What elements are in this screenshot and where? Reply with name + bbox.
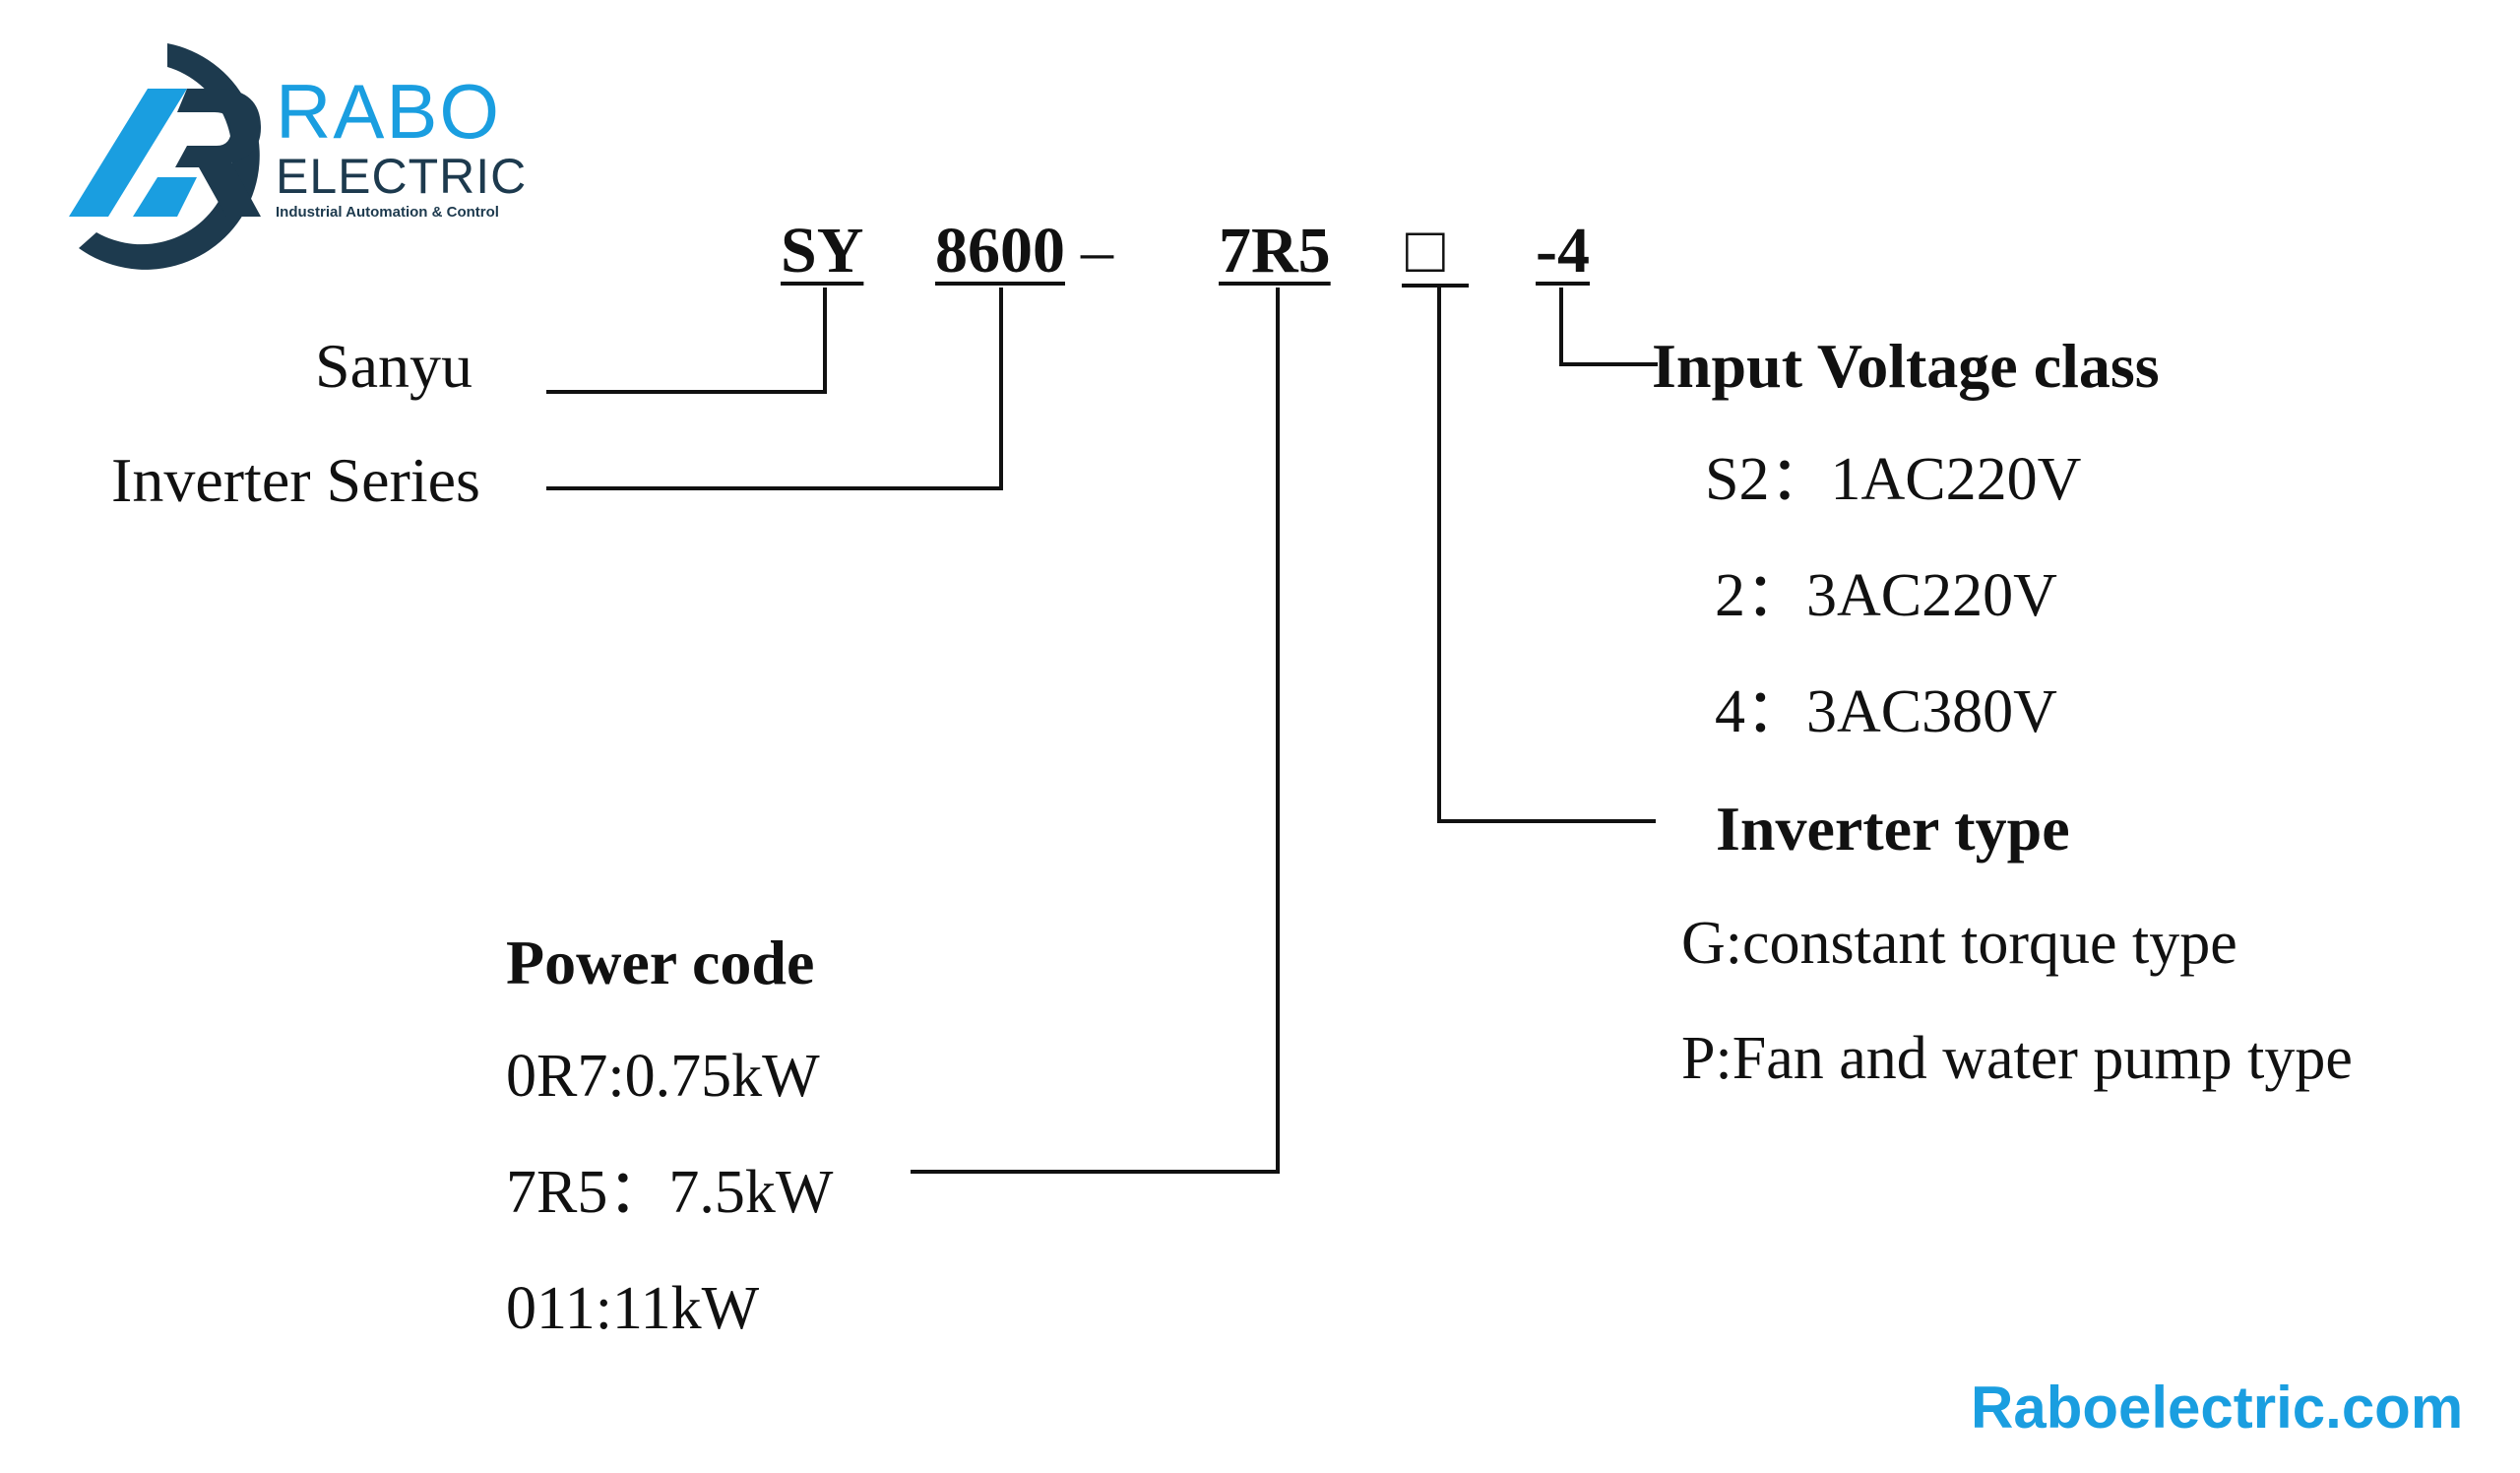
inverter-type-title: Inverter type	[1716, 794, 2070, 864]
voltage-title: Input Voltage class	[1652, 331, 2160, 401]
website-label: Raboelectric.com	[1971, 1375, 2464, 1441]
code-type-box: □	[1406, 215, 1445, 287]
connector-series-v	[999, 288, 1003, 490]
code-voltage: -4	[1536, 215, 1590, 287]
code-series: 8600	[935, 215, 1065, 287]
power-code-item: 0R7:0.75kW	[506, 1043, 820, 1110]
brand-logo: RABO ELECTRIC Industrial Automation & Co…	[39, 30, 551, 286]
inverter-type-item: P:Fan and water pump type	[1681, 1025, 2353, 1092]
connector-power-v	[1276, 288, 1280, 1174]
code-sy: SY	[781, 215, 864, 287]
type-box-underline	[1402, 284, 1469, 288]
voltage-item: 4：3AC380V	[1715, 678, 2057, 745]
connector-series-h	[546, 486, 1003, 490]
brand-label: Sanyu	[315, 331, 472, 401]
connector-type-v	[1437, 288, 1441, 823]
brand-tagline: Industrial Automation & Control	[276, 204, 499, 221]
connector-power-h	[911, 1170, 1280, 1174]
power-code-item: 7R5：7.5kW	[506, 1159, 834, 1226]
connector-voltage-h	[1559, 362, 1658, 366]
voltage-item: S2：1AC220V	[1705, 446, 2082, 513]
code-power: 7R5	[1219, 215, 1331, 287]
voltage-item: 2：3AC220V	[1715, 562, 2057, 629]
brand-name: RABO	[276, 68, 502, 155]
logo-mark-icon	[69, 43, 261, 270]
inverter-type-item: G:constant torque type	[1681, 910, 2237, 977]
power-code-item: 011:11kW	[506, 1275, 760, 1342]
connector-voltage-v	[1559, 288, 1563, 366]
power-code-title: Power code	[506, 928, 815, 997]
series-label: Inverter Series	[111, 445, 480, 515]
code-dash: –	[1081, 215, 1113, 287]
connector-type-h	[1437, 819, 1656, 823]
connector-brand-h	[546, 390, 827, 394]
connector-brand-v	[823, 288, 827, 394]
brand-name-2: ELECTRIC	[276, 149, 528, 204]
